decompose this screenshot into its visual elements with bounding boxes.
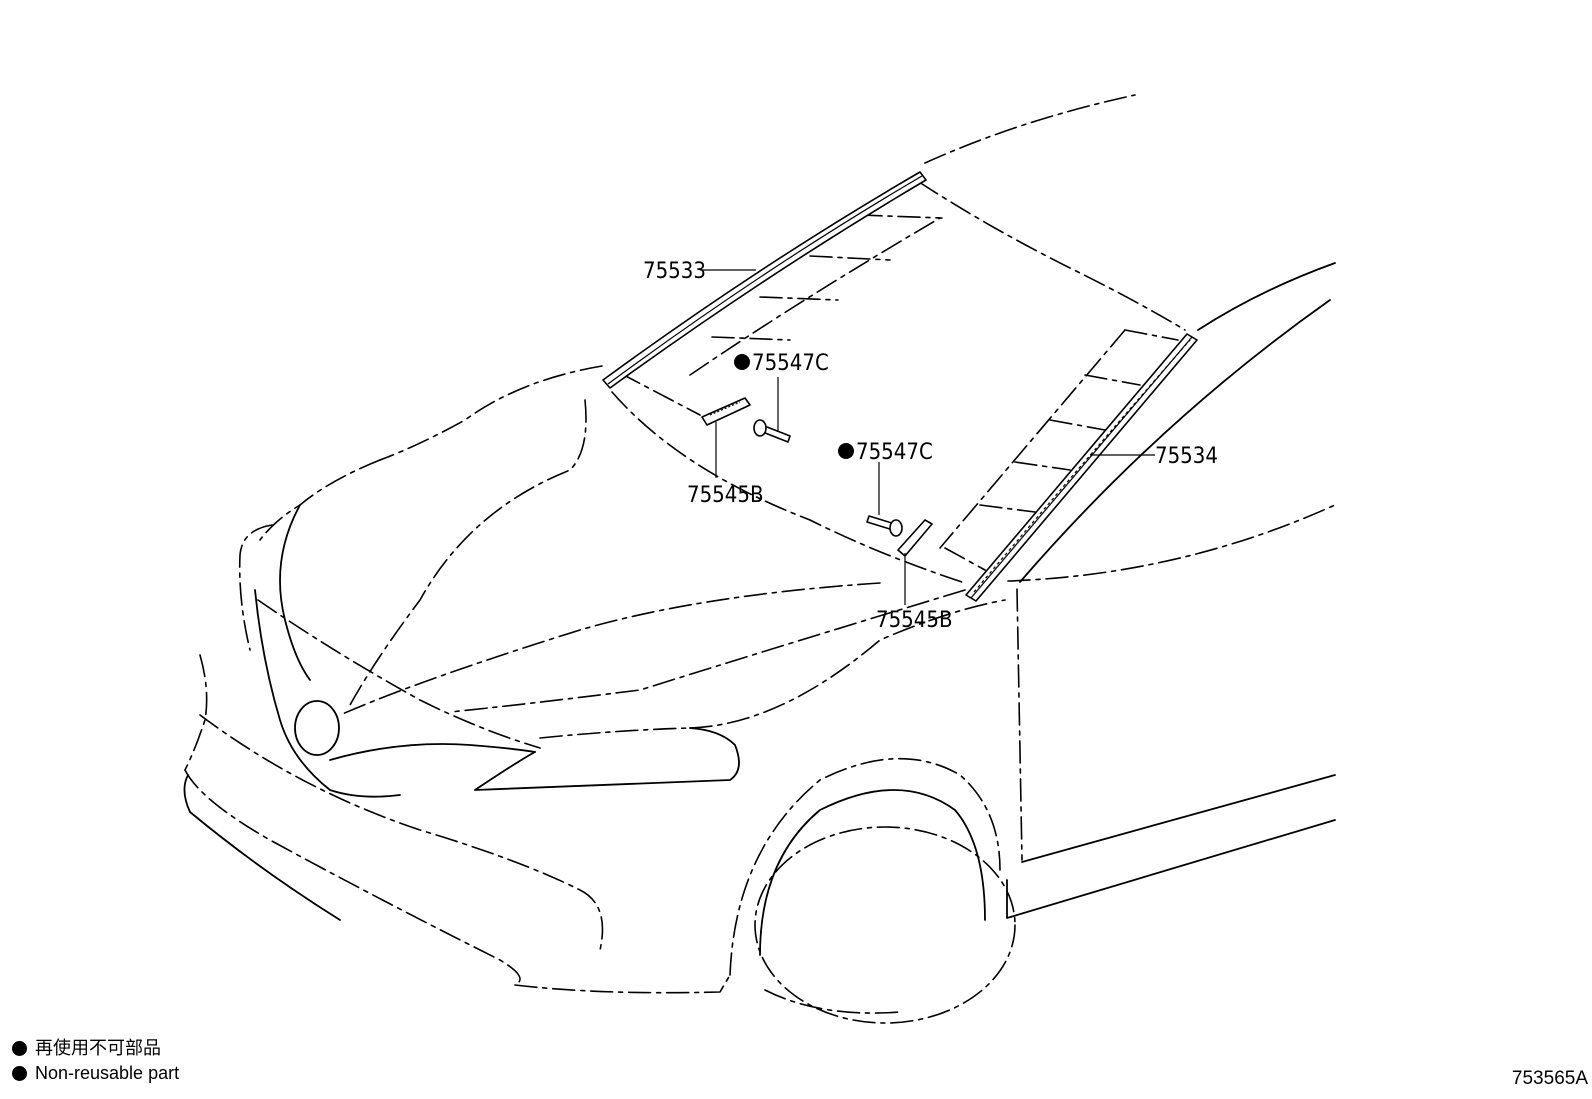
clip-75547c-lower[interactable] [866, 515, 903, 537]
callout-75533[interactable]: 75533 [643, 259, 706, 284]
leader-lines [700, 269, 1155, 605]
callout-75545b-lower[interactable]: 75545B [876, 608, 953, 633]
windshield-glass-outline [619, 214, 1179, 571]
retainer-75545b-upper[interactable] [701, 397, 751, 426]
legend: 再使用不可部品 Non-reusable part [12, 1036, 179, 1086]
callouts: 75533 75534 75547C 75547C 75545B 75545B [643, 259, 1218, 633]
non-reusable-icon [12, 1066, 27, 1081]
non-reusable-icon [734, 354, 750, 370]
callout-75534[interactable]: 75534 [1155, 444, 1218, 469]
non-reusable-icon [838, 443, 854, 459]
legend-row-japanese: 再使用不可部品 [12, 1036, 179, 1061]
molding-75534[interactable] [965, 333, 1198, 602]
non-reusable-icon [12, 1041, 27, 1056]
figure-id: 753565A [1511, 1068, 1588, 1089]
legend-text-japanese: 再使用不可部品 [35, 1038, 161, 1058]
callout-75547c-upper[interactable]: 75547C [752, 351, 829, 376]
legend-text-english: Non-reusable part [35, 1063, 180, 1083]
legend-row-english: Non-reusable part [12, 1061, 179, 1086]
clip-75547c-upper[interactable] [753, 419, 791, 443]
molding-75533[interactable] [602, 171, 927, 389]
callout-75547c-lower[interactable]: 75547C [856, 440, 933, 465]
retainer-75545b-lower[interactable] [897, 519, 933, 557]
callout-75545b-upper[interactable]: 75545B [687, 483, 764, 508]
car-body-outline [183, 94, 1336, 1024]
